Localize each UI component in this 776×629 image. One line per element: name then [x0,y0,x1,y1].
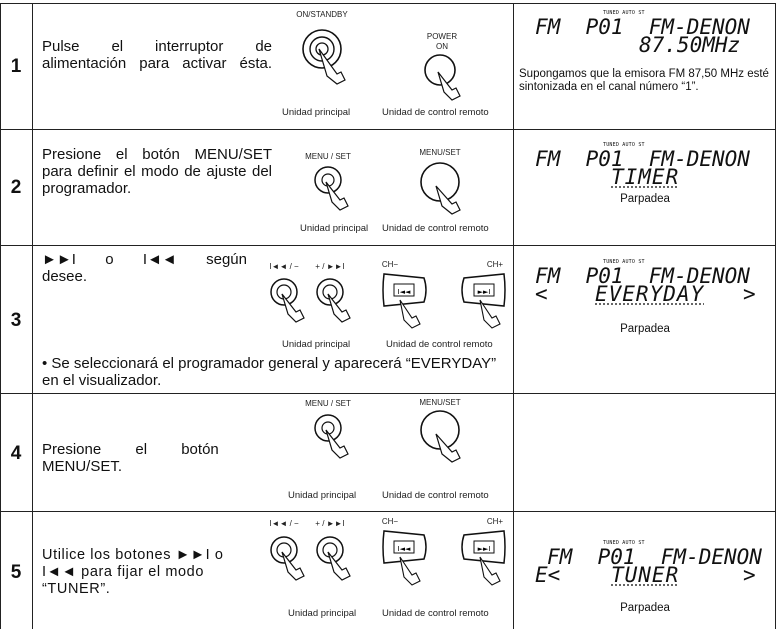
button-label: I◄◄ / − [269,519,299,528]
display-line1: FM P01 FM-DENON [547,545,762,569]
caption-main-unit: Unidad principal [300,223,369,234]
row-divider [0,245,776,246]
display-line1: FM P01 FM-DENON [535,264,750,288]
button-label: POWER [426,32,458,41]
display-line2-blinking: EVERYDAY [595,282,705,306]
svg-text:►►I: ►►I [478,545,491,553]
menu-set-remote-button-icon [420,410,461,463]
button-label: CH+ [486,260,504,269]
step-note: Parpadea [620,193,670,205]
step-instruction-arrows: ►►I o I◄◄ según [42,251,247,268]
button-label: CH− [381,260,399,269]
lcd-display: TUNED AUTO ST FM P01 FM-DENON E< TUNER > [533,540,773,587]
display-line2-blinking: TIMER [611,165,680,189]
step-note: Parpadea [620,602,670,614]
display-line1: FM P01 FM-DENON [535,15,750,39]
skip-back-button-icon [270,278,305,323]
svg-text:I◄◄: I◄◄ [398,545,411,553]
display-line2-right: > [743,282,756,306]
menu-set-button-icon [314,414,349,459]
row-divider [0,511,776,512]
button-label: I◄◄ / − [269,262,299,271]
display-indicator: TUNED AUTO ST [603,540,645,546]
caption-remote: Unidad de control remoto [382,490,489,501]
button-label: MENU / SET [305,152,351,161]
button-label: + / ►►I [315,519,345,528]
caption-main-unit: Unidad principal [288,490,357,501]
caption-remote: Unidad de control remoto [382,107,489,118]
column-divider [513,3,514,629]
menu-set-remote-button-icon [420,162,461,215]
step-note: Supongamos que la emisora FM 87,50 MHz e… [519,68,769,93]
step-instruction: desee. [42,268,88,285]
step-number: 1 [10,56,22,77]
channel-buttons-remote-icon: I◄◄ ►►I [382,273,506,329]
caption-main-unit: Unidad principal [288,608,357,619]
skip-forward-button-icon [316,536,351,581]
display-indicator: TUNED AUTO ST [603,259,645,265]
step-instruction: Pulse el interruptor de alimentación par… [42,38,272,72]
button-label: MENU/SET [419,398,461,407]
step-bullet-note: • Se seleccionará el programador general… [42,355,497,389]
caption-remote: Unidad de control remoto [386,339,493,350]
table-border-top [0,3,776,4]
button-label: CH+ [486,517,504,526]
button-label: ON/STANDBY [296,10,348,19]
lcd-display: TUNED AUTO ST FM P01 FM-DENON TIMER [533,142,773,189]
button-label: MENU/SET [419,148,461,157]
step-number: 5 [10,562,22,583]
step-number: 4 [10,443,22,464]
step-instruction: Utilice los botones ►►I o I◄◄ para fijar… [42,547,224,597]
lcd-display: TUNED AUTO ST FM P01 FM-DENON 87.50MHz [533,10,773,57]
svg-text:►►I: ►►I [478,288,491,296]
step-instruction: Presione el botón MENU/SET para definir … [42,146,272,197]
caption-remote: Unidad de control remoto [382,223,489,234]
button-label: + / ►►I [315,262,345,271]
lcd-display: TUNED AUTO ST FM P01 FM-DENON < EVERYDAY… [533,259,773,306]
on-standby-button-icon [302,29,346,85]
display-line2-left: E< [535,563,561,587]
step-note: Parpadea [620,323,670,335]
button-label: CH− [381,517,399,526]
display-indicator: TUNED AUTO ST [603,142,645,148]
caption-main-unit: Unidad principal [282,339,351,350]
channel-buttons-remote-icon: I◄◄ ►►I [382,530,506,586]
row-divider [0,129,776,130]
display-line2: 87.50MHz [639,33,741,57]
power-button-icon [424,54,461,101]
display-indicator: TUNED AUTO ST [603,10,645,16]
step-number: 2 [10,177,22,198]
skip-back-button-icon [270,536,305,581]
skip-forward-button-icon [316,278,351,323]
display-line2-left: < [535,282,548,306]
display-line1: FM P01 FM-DENON [535,147,750,171]
svg-text:I◄◄: I◄◄ [398,288,411,296]
step-instruction: Presione el botón MENU/SET. [42,441,219,475]
caption-remote: Unidad de control remoto [382,608,489,619]
display-line2-blinking: TUNER [611,563,680,587]
caption-main-unit: Unidad principal [282,107,351,118]
menu-set-button-icon [314,166,349,211]
display-line2-right: > [743,563,756,587]
step-number: 3 [10,310,22,331]
column-divider [32,3,33,629]
row-divider [0,393,776,394]
table-border-left [0,3,1,629]
button-label: MENU / SET [305,399,351,408]
button-label: ON [436,42,448,51]
